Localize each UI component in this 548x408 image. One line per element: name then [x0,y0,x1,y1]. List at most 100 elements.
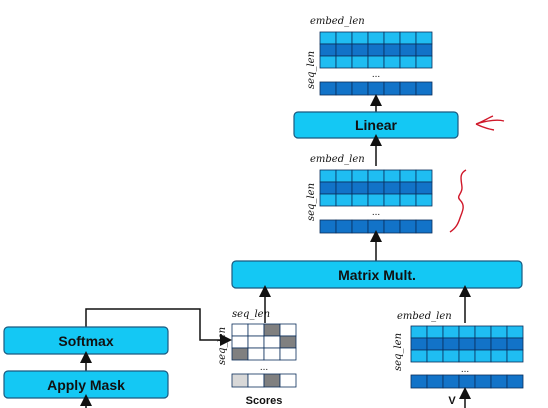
matrix-cell [335,31,353,45]
v-label: V [448,395,456,407]
v-embed-len-label: embed_len [397,311,452,322]
score-cell [263,347,281,361]
matrix-cell [367,43,385,57]
score-cell [263,323,281,337]
matrix-cell [383,193,401,207]
matrix-cell [383,169,401,183]
top-embed-len-label: embed_len [310,16,365,27]
matrix-cell [319,81,337,96]
matrix-cell [399,193,417,207]
matrix-cell [383,31,401,45]
scores-label: Scores [246,395,283,407]
matrix-cell [351,181,369,195]
matrix-cell [415,55,433,69]
matrix-cell [399,55,417,69]
matrix-cell [399,169,417,183]
linear-box[interactable]: Linear [293,111,459,139]
matrix-cell [383,81,401,96]
matrix-cell [367,55,385,69]
v-matrix-last-row [410,374,524,389]
scores-matrix [231,323,297,361]
score-cell [247,335,265,349]
matrix-cell [399,81,417,96]
apply-mask-label: Apply Mask [47,377,125,393]
linear-label: Linear [355,117,398,133]
matrix-cell [383,219,401,234]
matrix-cell [335,43,353,57]
matrix-cell [335,193,353,207]
matrix-cell [367,181,385,195]
matrix-cell [335,169,353,183]
matrix-cell [415,193,433,207]
matrix-cell [351,81,369,96]
matrix-cell [367,219,385,234]
matrix-cell [490,374,508,389]
v-matrix [410,325,524,363]
matrix-cell [426,337,444,351]
score-cell [279,335,297,349]
mid-seq-len-label: seq_len [306,183,317,221]
matrix-cell [415,31,433,45]
matrix-cell [351,219,369,234]
matrix-cell [442,325,460,339]
matrix-cell [410,325,428,339]
scores-matrix-last-row [231,373,297,388]
score-cell [231,335,249,349]
matrix-cell [319,169,337,183]
matrix-cell [490,325,508,339]
matrix-cell [415,81,433,96]
softmax-label: Softmax [58,333,113,349]
matrix-cell [319,31,337,45]
score-cell [263,373,281,388]
matrix-cell [458,349,476,363]
attention-output-matrix [319,169,433,207]
matrix-cell [367,81,385,96]
matrix-cell [506,349,524,363]
matrix-cell [319,43,337,57]
output-matrix [319,31,433,69]
matrix-cell [474,325,492,339]
matrix-mult-label: Matrix Mult. [338,267,416,283]
score-cell [247,323,265,337]
score-cell [279,373,297,388]
matrix-cell [319,219,337,234]
scores-seq-len-top-label: seq_len [232,309,270,320]
matrix-cell [367,169,385,183]
matrix-mult-box[interactable]: Matrix Mult. [231,260,523,289]
arrow-left-annotation-icon [475,115,505,131]
matrix-cell [335,81,353,96]
matrix-cell [442,349,460,363]
matrix-cell [399,43,417,57]
matrix-cell [367,193,385,207]
scores-dots: ... [260,362,268,373]
matrix-cell [410,337,428,351]
scores-seq-len-side-label: seq_len [217,327,228,365]
output-matrix-last-row [319,81,433,96]
matrix-cell [474,337,492,351]
apply-mask-box[interactable]: Apply Mask [3,370,169,399]
curly-brace-annotation-icon [449,169,467,233]
matrix-cell [458,325,476,339]
attention-output-matrix-last-row [319,219,433,234]
matrix-cell [442,374,460,389]
matrix-cell [319,55,337,69]
matrix-cell [458,337,476,351]
matrix-cell [506,325,524,339]
matrix-cell [410,374,428,389]
matrix-cell [383,43,401,57]
score-cell [231,373,249,388]
score-cell [279,323,297,337]
softmax-box[interactable]: Softmax [3,326,169,355]
matrix-cell [490,337,508,351]
score-cell [247,373,265,388]
matrix-cell [319,193,337,207]
matrix-cell [399,181,417,195]
matrix-cell [458,374,476,389]
matrix-cell [415,219,433,234]
matrix-cell [351,193,369,207]
matrix-cell [506,337,524,351]
matrix-cell [319,181,337,195]
matrix-cell [426,374,444,389]
matrix-cell [335,219,353,234]
